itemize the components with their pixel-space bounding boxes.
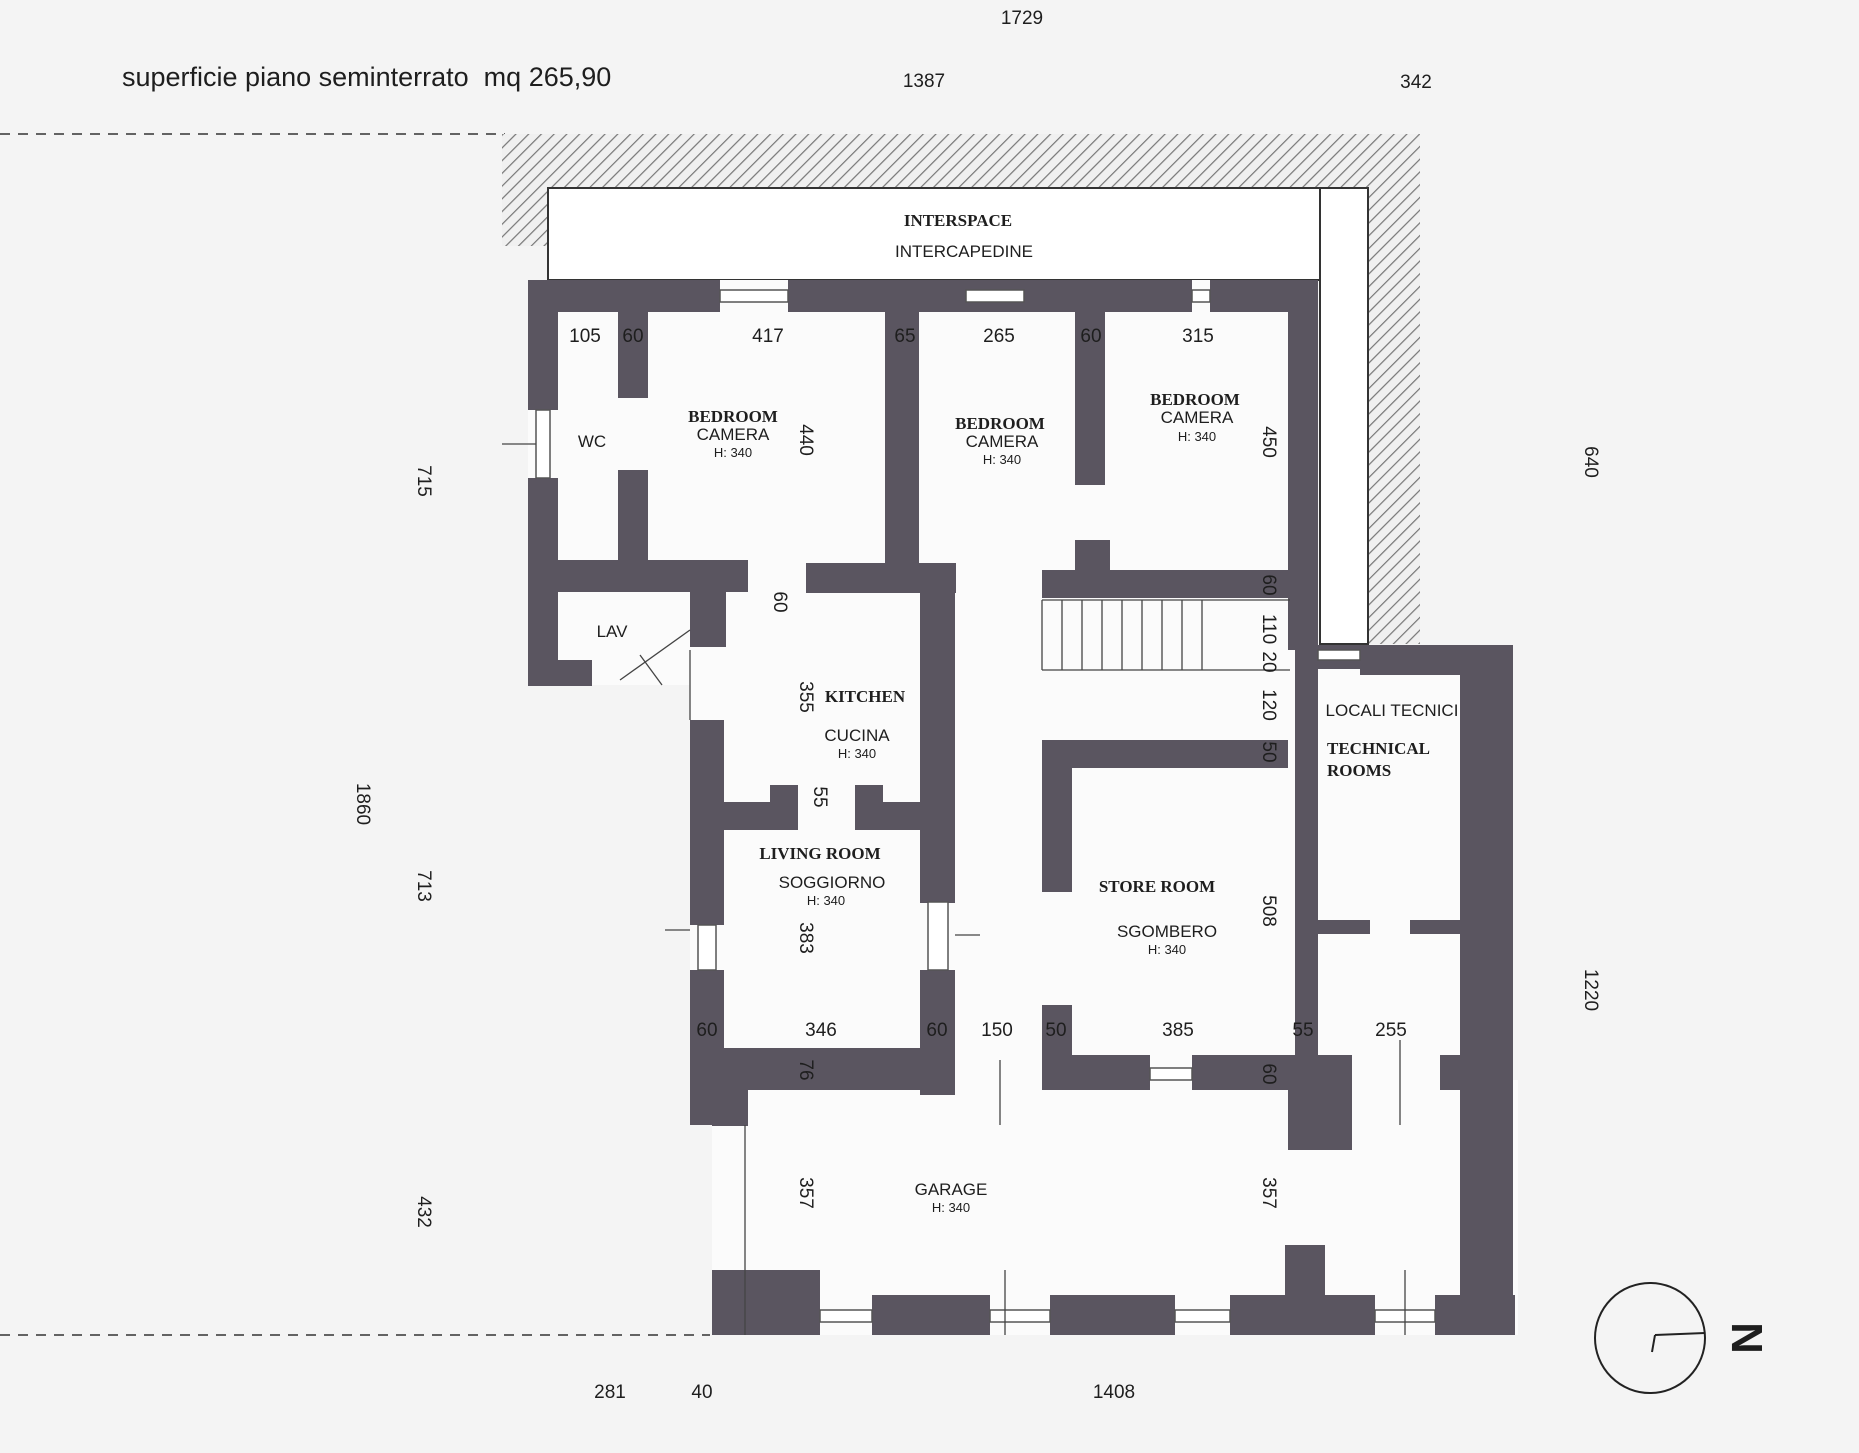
technical-rooms-label-en2: ROOMS xyxy=(1327,761,1391,780)
store-room-label-en: STORE ROOM xyxy=(1099,877,1215,896)
bedroom3-label-en: BEDROOM xyxy=(1150,390,1240,409)
garage-height: H: 340 xyxy=(932,1200,970,1215)
dim-1860: 1860 xyxy=(352,783,373,825)
bedroom2-label-it: CAMERA xyxy=(966,432,1039,451)
kitchen-label-it: CUCINA xyxy=(824,726,890,745)
dim-1387: 1387 xyxy=(903,71,945,92)
dim-76: 76 xyxy=(795,1059,816,1080)
dim-60-c: 60 xyxy=(769,591,790,612)
store-room-label-it: SGOMBERO xyxy=(1117,922,1217,941)
dim-105: 105 xyxy=(569,326,601,347)
dim-60-g: 60 xyxy=(1258,1063,1279,1084)
dim-342: 342 xyxy=(1400,72,1432,93)
earth-hatch xyxy=(502,134,1420,644)
interspace-area xyxy=(547,187,1369,281)
dim-508: 508 xyxy=(1258,895,1279,927)
bedroom3-label-it: CAMERA xyxy=(1161,408,1234,427)
dim-120: 120 xyxy=(1258,689,1279,721)
dim-383: 383 xyxy=(795,922,816,954)
stairs xyxy=(1041,599,1290,671)
north-arrow: N xyxy=(1594,1282,1772,1394)
north-label: N xyxy=(1723,1322,1772,1354)
interspace-label-en: INTERSPACE xyxy=(904,211,1012,230)
walls xyxy=(528,280,1515,1335)
dim-640: 640 xyxy=(1580,446,1601,478)
living-room-label-en: LIVING ROOM xyxy=(759,844,880,863)
living-room-height: H: 340 xyxy=(807,893,845,908)
dim-60-b: 60 xyxy=(1080,326,1101,347)
dim-1729: 1729 xyxy=(1001,8,1043,29)
dim-50-b: 50 xyxy=(1045,1020,1066,1041)
dim-715: 715 xyxy=(413,465,434,497)
lav-door xyxy=(619,629,691,681)
dim-255: 255 xyxy=(1375,1020,1407,1041)
dim-357-a: 357 xyxy=(795,1177,816,1209)
wc-label: WC xyxy=(578,432,606,451)
plan-title: superficie piano seminterrato mq 265,90 xyxy=(122,62,611,92)
dim-55-b: 55 xyxy=(1292,1020,1313,1041)
living-room-label-it: SOGGIORNO xyxy=(779,873,886,892)
interspace-label-it: INTERCAPEDINE xyxy=(895,242,1033,261)
bedroom3-height: H: 340 xyxy=(1178,429,1216,444)
dim-60-d: 60 xyxy=(1258,574,1279,595)
technical-rooms-label-en1: TECHNICAL xyxy=(1327,739,1430,758)
dim-432: 432 xyxy=(413,1196,434,1228)
dim-357-b: 357 xyxy=(1258,1177,1279,1209)
dim-713: 713 xyxy=(413,870,434,902)
dim-1220: 1220 xyxy=(1580,969,1601,1011)
dim-65: 65 xyxy=(894,326,915,347)
lav-label: LAV xyxy=(597,622,629,641)
technical-rooms-label-it: LOCALI TECNICI xyxy=(1326,701,1459,720)
dim-315: 315 xyxy=(1182,326,1214,347)
dim-440: 440 xyxy=(795,424,816,456)
dim-60-e: 60 xyxy=(696,1020,717,1041)
dim-110: 110 xyxy=(1258,614,1279,644)
kitchen-label-en: KITCHEN xyxy=(825,687,906,706)
garage-label: GARAGE xyxy=(915,1180,988,1199)
dim-281: 281 xyxy=(594,1382,626,1403)
floor-area xyxy=(528,280,1518,1335)
dimension-lines xyxy=(502,443,1406,1335)
dim-55-a: 55 xyxy=(809,786,830,807)
bedroom1-label-en: BEDROOM xyxy=(688,407,778,426)
bedroom2-height: H: 340 xyxy=(983,452,1021,467)
dim-40: 40 xyxy=(691,1382,712,1403)
bedroom1-label-it: CAMERA xyxy=(697,425,770,444)
dim-1408: 1408 xyxy=(1093,1382,1135,1403)
dim-60-f: 60 xyxy=(926,1020,947,1041)
dim-20: 20 xyxy=(1258,651,1279,672)
windows xyxy=(535,289,1436,1323)
store-room-height: H: 340 xyxy=(1148,942,1186,957)
dim-417: 417 xyxy=(752,326,784,347)
bedroom2-label-en: BEDROOM xyxy=(955,414,1045,433)
dim-346: 346 xyxy=(805,1020,837,1041)
dim-60-a: 60 xyxy=(622,326,643,347)
bedroom1-height: H: 340 xyxy=(714,445,752,460)
dim-265: 265 xyxy=(983,326,1015,347)
kitchen-height: H: 340 xyxy=(838,746,876,761)
dim-50-a: 50 xyxy=(1258,741,1279,762)
dim-385: 385 xyxy=(1162,1020,1194,1041)
dim-150: 150 xyxy=(981,1020,1013,1041)
dim-450: 450 xyxy=(1258,426,1279,458)
dim-355: 355 xyxy=(795,681,816,713)
